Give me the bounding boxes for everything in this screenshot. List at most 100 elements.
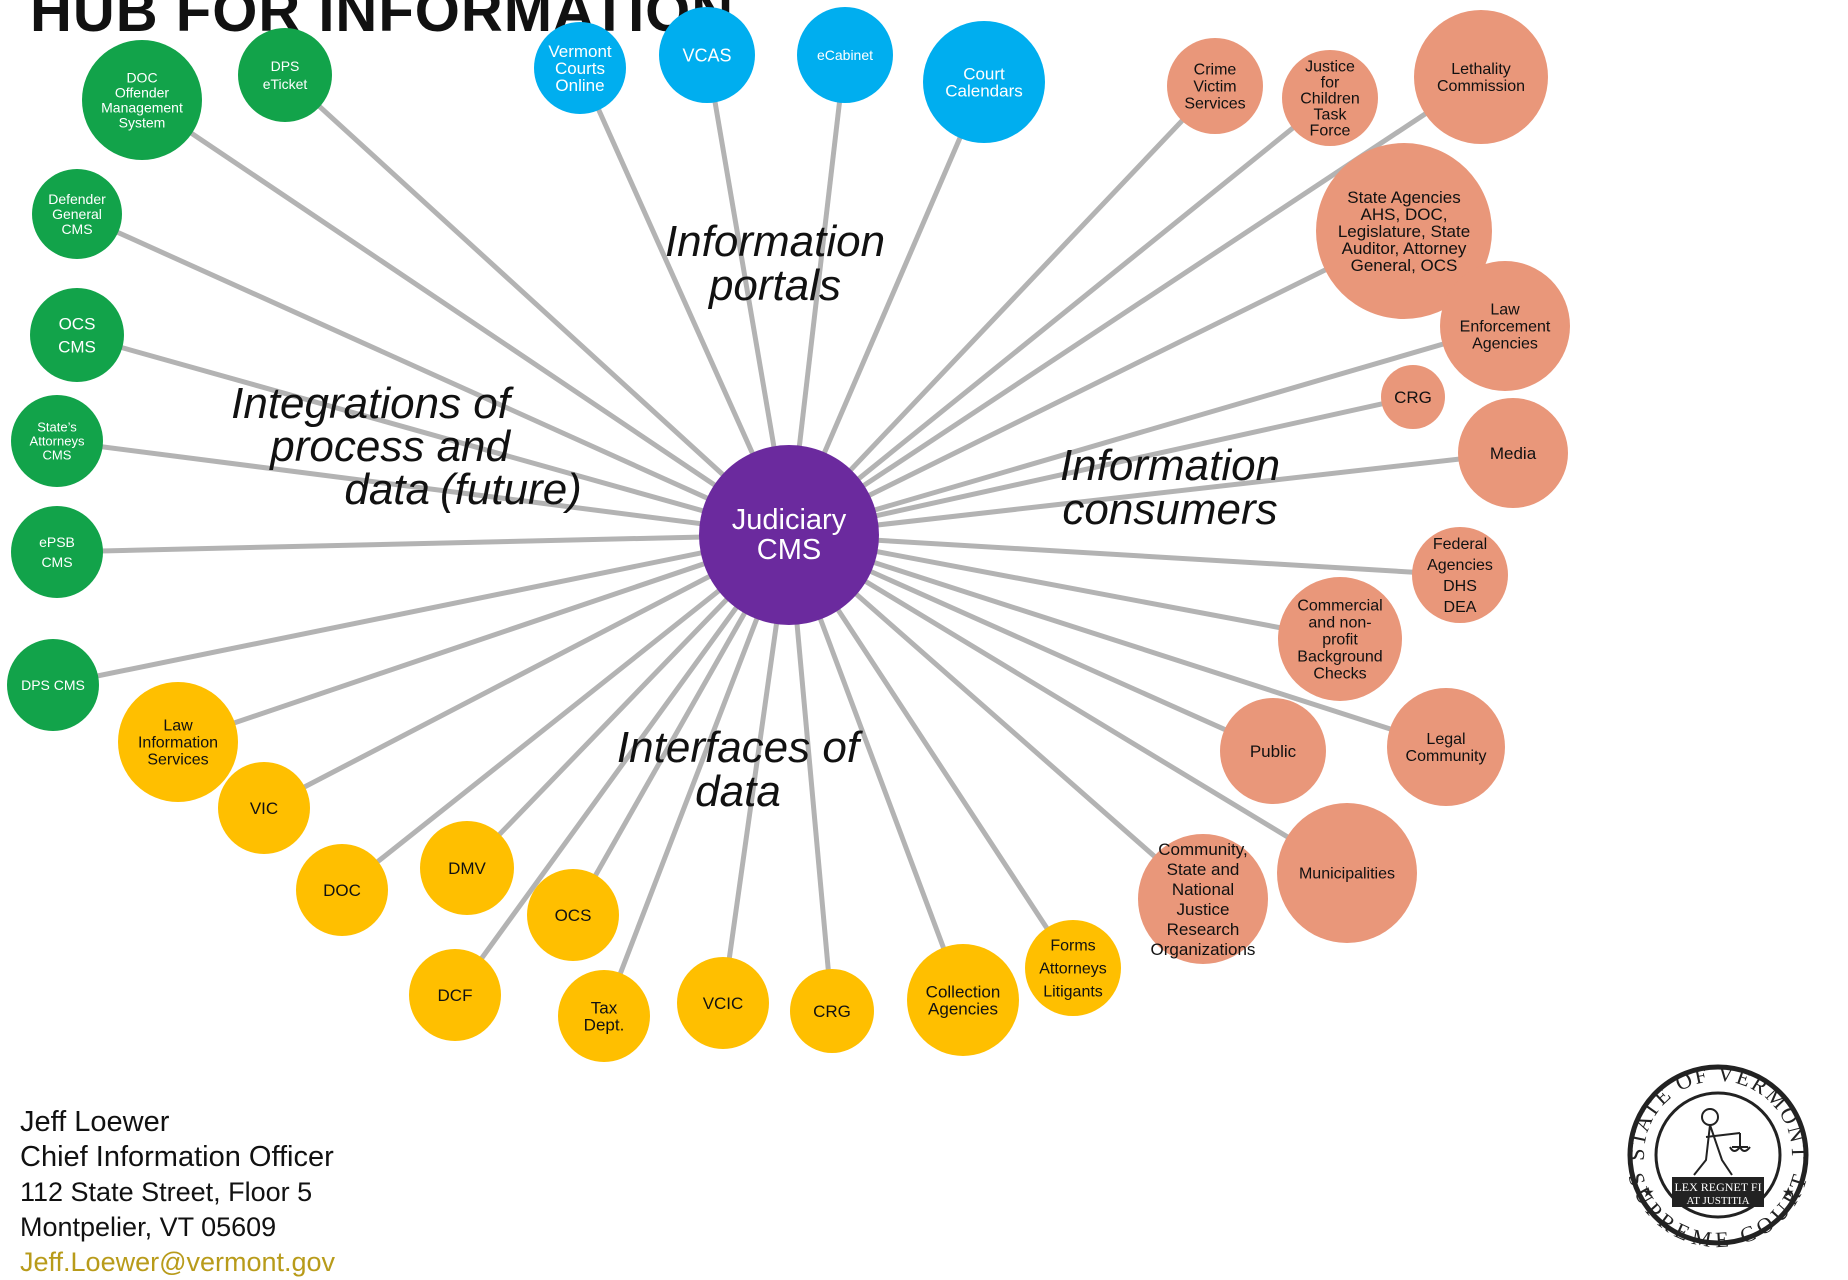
node-label-line: profit [1322,632,1358,649]
node-label-line: Children [1300,91,1360,108]
node-circle [1458,398,1568,508]
node-interfaces-crg: CRG [790,969,874,1053]
vermont-supreme-court-seal: STATE OF VERMONT SUPREME COURT LEX REGNE… [1623,1061,1810,1250]
node-integrations-dps-eticket: DPS eTicket [238,28,332,122]
node-label-line: OCS [59,314,96,333]
node-circle [11,395,103,487]
node-consumers-municipalities: Municipalities [1277,803,1417,943]
node-circle [1025,920,1121,1016]
connector-integrations-dps-eticket [283,73,791,537]
node-label-line: Force [1310,123,1351,140]
node-label-line: Victim [1193,79,1236,96]
node-label-line: Services [147,752,208,769]
connector-integrations-defender-general-cms [75,211,791,538]
node-circle [1278,577,1402,701]
node-label-line: ePSB [39,534,75,550]
connector-interfaces-law-information-services [177,532,790,745]
section-label-interfaces: data [695,767,781,816]
node-circle [238,28,332,122]
node-label-line: VCIC [703,994,744,1013]
node-circle [1440,261,1570,391]
connector-consumers-law-enforcement-agencies [788,323,1506,538]
connector-interfaces-doc [340,533,791,892]
section-label-consumers: Information [1060,441,1280,490]
node-label-line: VIC [250,799,278,818]
node-label-line: DCF [438,986,473,1005]
section-label-future-note: (future) [440,465,582,514]
node-label-line: Background [1297,649,1382,666]
contact-block: Jeff Loewer Chief Information Officer 11… [20,1105,335,1280]
node-label-line: Courts [555,59,605,78]
node-circle [1414,10,1548,144]
node-label-line: General [52,206,102,222]
node-portals-ecabinet: eCabinet [797,7,893,103]
section-label-portals: Information [665,217,885,266]
node-circle [409,949,501,1041]
contact-email-link[interactable]: Jeff.Loewer@vermont.gov [20,1247,336,1277]
seal-motto-line-2: AT JUSTITIA [1686,1195,1749,1207]
node-interfaces-dcf: DCF [409,949,501,1041]
node-label-line: CRG [813,1002,851,1021]
page-title: HUB FOR INFORMATION [30,0,735,44]
node-circle [1381,365,1445,429]
node-circle [907,944,1019,1056]
node-circle [82,40,202,160]
node-label-line: DPS [271,58,300,74]
section-label-integrations: Integrations of [231,379,515,428]
seal-motto-line-1: LEX REGNET FI [1674,1180,1761,1194]
connector-integrations-dps-cms [52,532,790,688]
node-interfaces-vcic: VCIC [677,957,769,1049]
node-circle [677,957,769,1049]
seal-star-right-icon: ★ [1782,1184,1795,1200]
connector-consumers-crg [788,394,1414,538]
connector-integrations-state-s-attorneys-cms [56,438,790,538]
node-consumers-media: Media [1458,398,1568,508]
node-circle [30,288,124,382]
node-label-line: Federal [1433,536,1487,553]
node-label-line: Crime [1194,62,1237,79]
connector-consumers-municipalities [787,532,1349,876]
node-circle [32,169,122,259]
node-label-line: eTicket [263,76,308,92]
node-label-line: System [119,114,166,130]
node-label-line: Information [138,735,218,752]
node-circle [118,682,238,802]
node-label-line: AHS, DOC, [1361,205,1448,224]
node-consumers-public: Public [1220,698,1326,804]
node-portals-vcas: VCAS [659,7,755,103]
contact-address-line-2: Montpelier, VT 05609 [20,1212,277,1242]
node-label-line: CMS [41,554,72,570]
node-label-line: CMS [43,448,72,463]
node-label-line: Court [963,64,1005,83]
node-label-line: Offender [115,84,170,100]
node-label-line: Law [1490,302,1520,319]
node-integrations-dps-cms: DPS CMS [7,639,99,731]
node-label-line: General, OCS [1351,256,1458,275]
node-circle [420,821,514,915]
node-circle [790,969,874,1053]
seal-figure-icon [1693,1108,1751,1176]
node-label-line: Municipalities [1299,866,1395,883]
node-circle [1412,527,1508,623]
node-label-line: DHS [1443,578,1477,595]
node-label-line: Calendars [945,81,1023,100]
contact-name: Jeff Loewer [20,1106,170,1138]
node-label-line: Agencies [1472,336,1538,353]
node-circle [296,844,388,936]
node-label-line: DPS CMS [21,677,85,693]
node-label-line: Legal [1426,731,1465,748]
node-label-line: DOC [126,69,157,85]
connector-interfaces-vic [262,532,791,811]
node-label-line: eCabinet [817,47,873,63]
hub-circle [699,445,879,625]
